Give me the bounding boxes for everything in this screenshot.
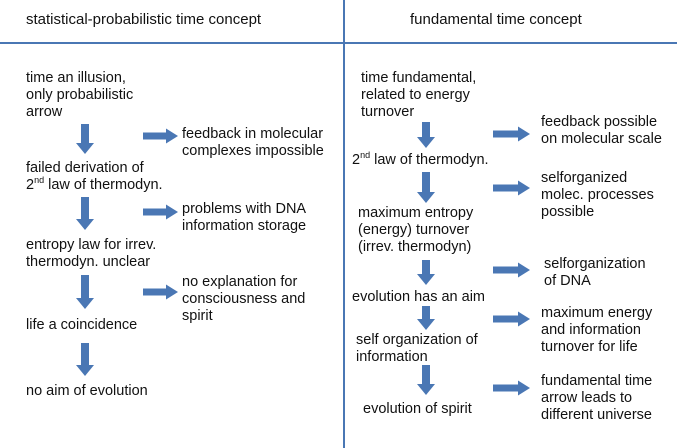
left-down-arrow-2 (76, 197, 94, 230)
column-divider (343, 0, 345, 448)
right-right-arrow-3 (493, 262, 530, 278)
header-divider (0, 42, 677, 44)
left-down-arrow-1 (76, 124, 94, 154)
left-down-arrow-3 (76, 275, 94, 309)
right-box-second-law: 2nd law of thermodyn. (352, 150, 489, 168)
left-down-arrow-4 (76, 343, 94, 376)
left-right-arrow-3 (143, 284, 178, 300)
left-box-no-aim: no aim of evolution (26, 383, 148, 399)
right-right-arrow-1 (493, 126, 530, 142)
left-box-life-coincidence: life a coincidence (26, 317, 138, 333)
right-box-evolution-spirit: evolution of spirit (363, 401, 472, 417)
left-box-entropy-law: entropy law for irrev.thermodyn. unclear (26, 237, 157, 270)
right-column-header: fundamental time concept (410, 11, 582, 28)
right-down-arrow-4 (417, 306, 435, 330)
right-down-arrow-3 (417, 260, 435, 285)
right-box-evolution-aim: evolution has an aim (352, 289, 485, 305)
left-right-arrow-2 (143, 204, 178, 220)
left-right-arrow-1 (143, 128, 178, 144)
right-right-arrow-5 (493, 380, 530, 396)
right-box-maximum-entropy: maximum entropy(energy) turnover(irrev. … (358, 205, 474, 255)
right-down-arrow-5 (417, 365, 435, 395)
right-right-arrow-4 (493, 311, 530, 327)
right-down-arrow-1 (417, 122, 435, 148)
right-down-arrow-2 (417, 172, 435, 203)
right-right-arrow-2 (493, 180, 530, 196)
left-box-failed-derivation: failed derivation of 2nd law of thermody… (26, 160, 163, 193)
left-column-header: statistical-probabilistic time concept (26, 11, 262, 28)
